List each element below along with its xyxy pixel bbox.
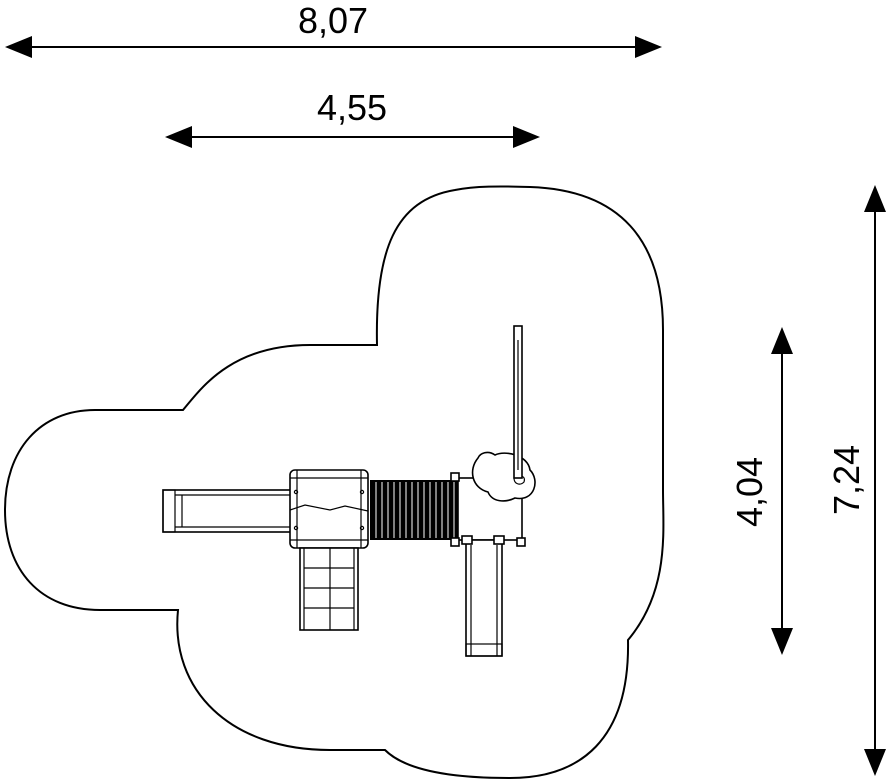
structure-depth-label: 4,04 [729, 457, 770, 527]
left-slide [162, 489, 294, 533]
dimension-structure-depth: 4,04 [729, 327, 793, 655]
overall-depth-label: 7,24 [826, 445, 867, 515]
dimension-overall-width: 8,07 [5, 0, 662, 58]
overall-width-label: 8,07 [298, 0, 368, 41]
climbing-wall [513, 325, 523, 479]
dimension-structure-width: 4,55 [165, 87, 540, 148]
structure-width-label: 4,55 [317, 87, 387, 128]
dimension-overall-depth: 7,24 [826, 185, 886, 776]
bottom-slide [461, 535, 505, 657]
main-tower [289, 469, 369, 549]
ladder [299, 547, 359, 631]
crawl-tunnel [370, 480, 458, 540]
